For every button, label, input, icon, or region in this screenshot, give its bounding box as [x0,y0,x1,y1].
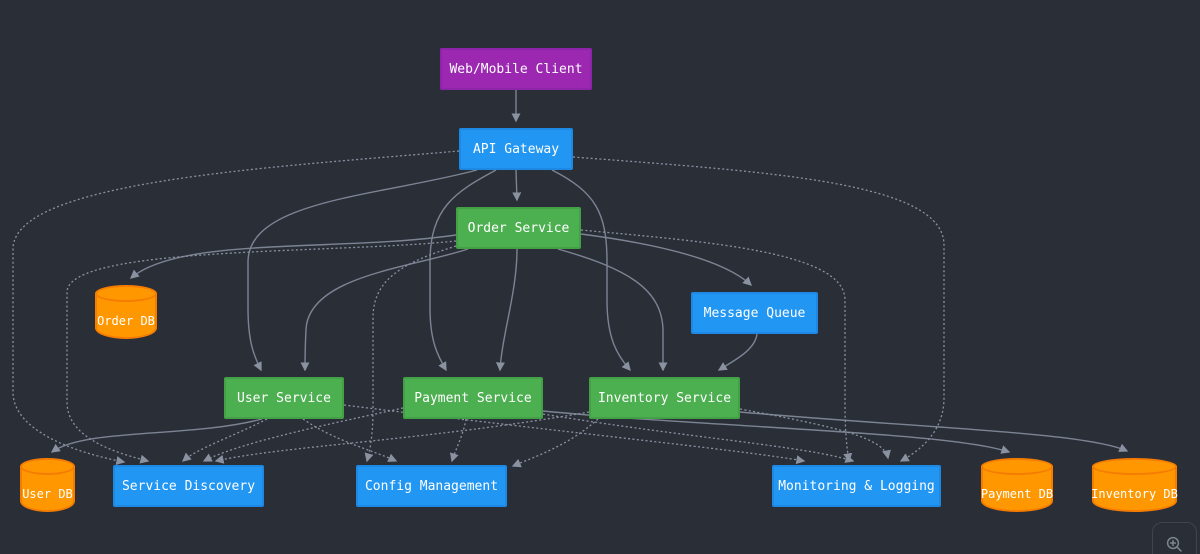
node-payment-service[interactable]: Payment Service [403,377,543,419]
node-label: Payment DB [980,487,1054,501]
edge-order-inventory [557,248,668,372]
edge-user-config [302,418,398,462]
edge-order-payment [495,248,518,372]
edge-payment-monitoring [542,413,855,463]
zoom-in-button[interactable] [1152,522,1197,554]
edge-inventory-monitoring [739,408,891,460]
magnifier-plus-icon [1166,536,1182,552]
node-label: Payment Service [414,390,532,406]
node-service-discovery[interactable]: Service Discovery [113,465,264,507]
edge-order-monitoring [580,229,853,463]
node-user-db[interactable]: User DB [20,458,75,512]
edge-gateway-payment [429,169,497,372]
edge-order-user [300,248,469,372]
cylinder-body [95,293,157,339]
node-label: Config Management [364,478,499,494]
edge-user-userdb [50,418,263,453]
edge-gateway-sd [12,150,460,465]
cylinder-top-ellipse [1092,458,1177,475]
node-label: Service Discovery [121,478,256,494]
node-label: Monitoring & Logging [778,478,935,494]
edge-gateway-order [512,169,522,202]
node-message-queue[interactable]: Message Queue [691,292,818,334]
edge-inventory-sd [214,411,590,464]
cylinder-body [1092,466,1177,512]
node-config-management[interactable]: Config Management [356,465,507,507]
node-user-service[interactable]: User Service [224,377,344,419]
node-label: User Service [237,390,331,406]
cylinder-top-ellipse [981,458,1053,475]
node-label: Inventory DB [1091,487,1178,501]
edge-inventory-inventorydb [739,411,1129,452]
edge-gateway-user [247,169,478,372]
edge-order-config [364,245,457,463]
edge-payment-config [449,418,467,463]
node-label: Order Service [467,220,570,236]
edge-mq-inventory [717,333,758,371]
node-order-db[interactable]: Order DB [95,285,157,339]
edge-order-sd [66,240,457,464]
node-payment-db[interactable]: Payment DB [981,458,1053,512]
node-label: Web/Mobile Client [449,61,583,77]
node-api-gateway[interactable]: API Gateway [459,128,573,170]
edge-inventory-config [511,418,599,468]
node-label: Order DB [97,314,155,328]
edge-user-sd [181,418,268,462]
node-order-service[interactable]: Order Service [456,207,581,249]
cylinder-top-ellipse [95,285,157,302]
node-label: User DB [22,487,73,501]
node-label: API Gateway [472,141,560,157]
node-label: Inventory Service [597,390,732,406]
node-monitoring-logging[interactable]: Monitoring & Logging [772,465,941,507]
node-inventory-service[interactable]: Inventory Service [589,377,740,419]
cylinder-top-ellipse [20,458,75,475]
edge-order-mq [580,233,752,286]
node-web-mobile-client[interactable]: Web/Mobile Client [440,48,592,90]
edge-order-orderdb [129,234,457,279]
node-label: Message Queue [703,305,806,321]
node-inventory-db[interactable]: Inventory DB [1091,458,1178,512]
edge-gateway-inventory [551,169,631,372]
edge-payment-sd [202,407,404,462]
